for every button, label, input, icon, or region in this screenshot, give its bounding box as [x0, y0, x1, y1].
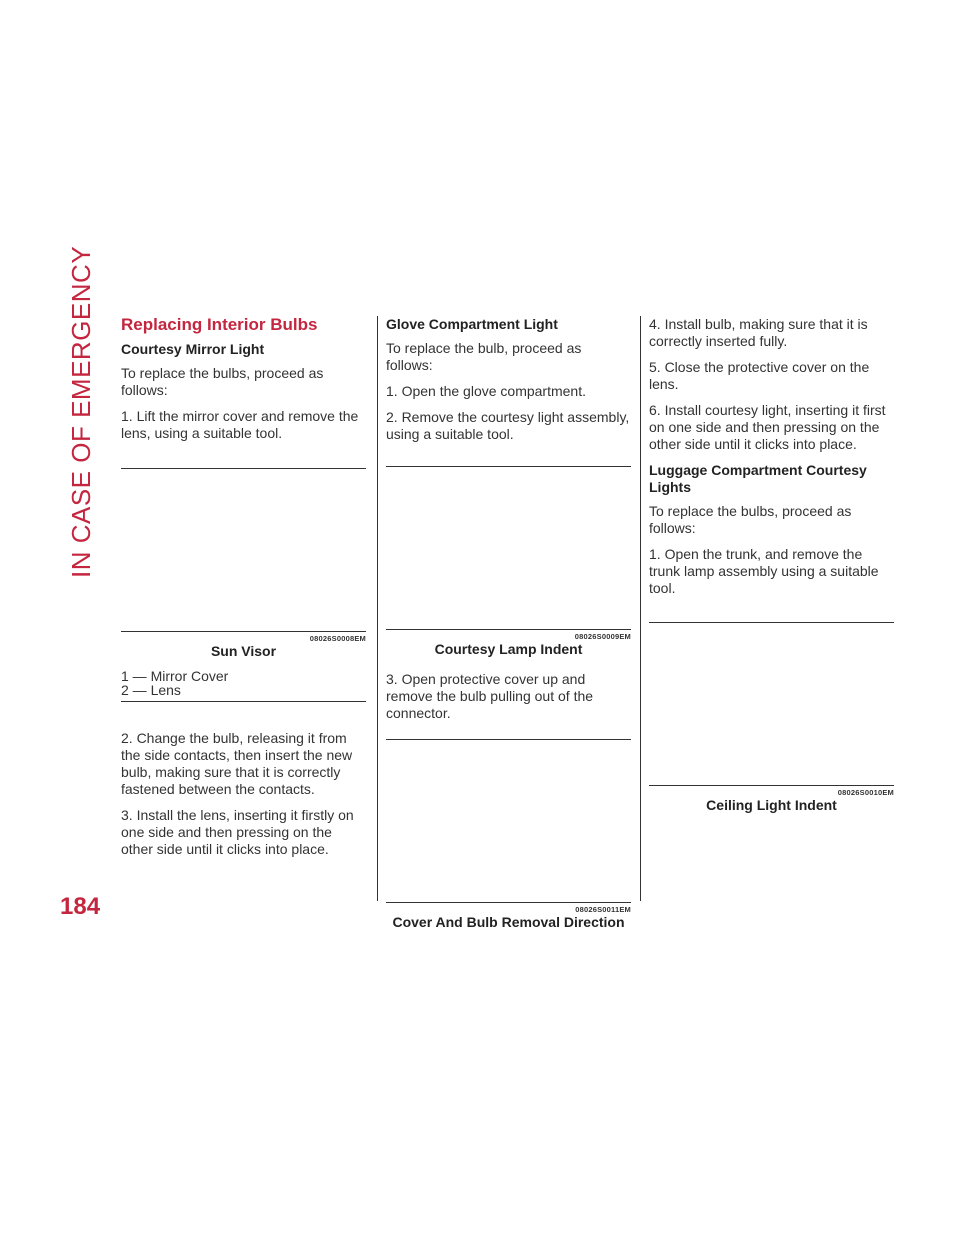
page-title: Replacing Interior Bulbs [121, 315, 318, 334]
step-text: 2. Change the bulb, releasing it from th… [121, 730, 353, 797]
intro-text: To replace the bulb, proceed as follows: [386, 340, 582, 373]
intro-text: To replace the bulbs, proceed as follows… [649, 503, 852, 536]
figure-code: 08026S0011EM [575, 905, 631, 914]
figure-code: 08026S0009EM [574, 632, 631, 641]
figure-legend: 1 — Mirror Cover 2 — Lens [121, 669, 366, 697]
figure-caption: Sun Visor [210, 643, 277, 659]
figure-code: 08026S0010EM [837, 788, 894, 797]
step-text: 2. Remove the courtesy light assembly, u… [386, 409, 630, 442]
figure-caption: Courtesy Lamp Indent [434, 641, 583, 657]
figure-sun-visor: 08026S0008EM Sun Visor [121, 468, 366, 659]
legend-divider [121, 701, 366, 702]
step-text: 3. Install the lens, inserting it firstl… [121, 807, 354, 857]
step-text: 5. Close the protective cover on the len… [649, 359, 870, 392]
subheading-luggage-compartment: Luggage Compartment Courtesy Lights [649, 462, 867, 495]
subheading-glove-compartment: Glove Compartment Light [386, 316, 558, 332]
section-side-label: IN CASE OF EMERGENCY [66, 245, 96, 578]
figure-ceiling-light: 08026S0010EM Ceiling Light Indent [649, 622, 894, 813]
figure-image [121, 469, 366, 631]
column-divider [377, 316, 378, 901]
step-text: 3. Open protective cover up and remove t… [386, 671, 594, 721]
column-3: 4. Install bulb, making sure that it is … [649, 316, 894, 813]
figure-caption: Ceiling Light Indent [706, 797, 837, 813]
figure-courtesy-lamp: 08026S0009EM Courtesy Lamp Indent [386, 466, 631, 657]
figure-image [386, 467, 631, 629]
figure-image [649, 623, 894, 785]
step-text: 4. Install bulb, making sure that it is … [649, 316, 868, 349]
legend-item: 2 — Lens [121, 682, 181, 698]
step-text: 1. Open the glove compartment. [386, 383, 586, 399]
column-1: Replacing Interior Bulbs Courtesy Mirror… [121, 316, 366, 867]
figure-image [386, 740, 631, 902]
figure-code: 08026S0008EM [309, 634, 366, 643]
step-text: 1. Open the trunk, and remove the trunk … [649, 546, 879, 596]
intro-text: To replace the bulbs, proceed as follows… [121, 365, 324, 398]
legend-item: 1 — Mirror Cover [121, 668, 229, 684]
subheading-courtesy-mirror: Courtesy Mirror Light [121, 341, 265, 357]
step-text: 6. Install courtesy light, inserting it … [649, 402, 886, 452]
page-number: 184 [60, 893, 101, 920]
figure-cover-bulb-removal: 08026S0011EM Cover And Bulb Removal Dire… [386, 739, 631, 930]
figure-caption: Cover And Bulb Removal Direction [392, 914, 625, 930]
column-divider [640, 316, 641, 901]
column-2: Glove Compartment Light To replace the b… [386, 316, 631, 930]
step-text: 1. Lift the mirror cover and remove the … [121, 408, 359, 441]
